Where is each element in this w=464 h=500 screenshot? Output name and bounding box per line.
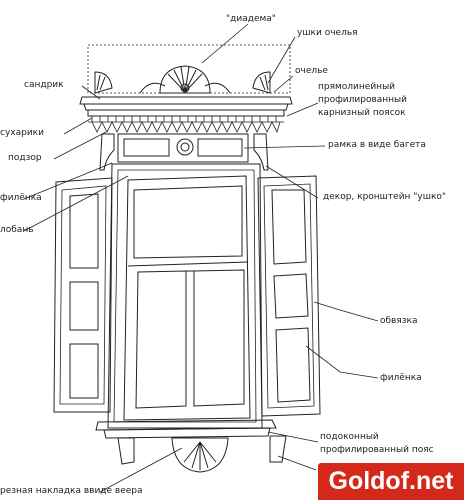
left-shutter (53, 177, 113, 413)
sill (95, 419, 277, 439)
label-sill-line-1: подоконный (320, 432, 379, 442)
sill-bracket-left (117, 437, 135, 465)
cornice (79, 96, 293, 117)
diadema-ornament (139, 65, 231, 94)
label-ushki-ochelya: ушки очелья (297, 28, 358, 38)
label-fan: резная накладка ввиде веера (0, 486, 143, 496)
sill-bracket-right (269, 435, 287, 463)
label-cornice-line-1: прямолинейный (318, 82, 396, 92)
label-decor: декор, кронштейн "ушко" (323, 192, 447, 202)
ear-ornament-left (94, 71, 113, 94)
watermark-logo: Goldof.net (318, 463, 464, 500)
label-filenka-left: филёнка (0, 193, 42, 203)
label-ochelye: очелье (295, 66, 328, 76)
label-diadema: "диадема" (226, 14, 276, 24)
bracket-left (99, 133, 115, 171)
window-casing (107, 163, 263, 429)
label-sill-line-2: профилированный пояс (320, 445, 434, 455)
diadema-outline (87, 44, 291, 94)
label-sandrik: сандрик (24, 80, 64, 90)
label-ramka: рамка в виде багета (328, 140, 426, 150)
podzor-fringe (91, 121, 281, 134)
right-shutter (257, 175, 321, 417)
label-sukhariki: сухарики (0, 128, 44, 138)
label-podzor: подзор (8, 153, 42, 163)
fan-overlay (171, 437, 229, 473)
bracket-right (253, 133, 269, 171)
leader-lines (23, 23, 379, 493)
label-filenka-right: филёнка (380, 373, 422, 383)
label-cornice-line-3: карнизный поясок (318, 108, 406, 118)
baguette-frame (117, 133, 249, 163)
dentils (88, 116, 284, 123)
window-sash (123, 175, 251, 421)
label-obvyazka: обвязка (380, 316, 418, 326)
ear-ornament-right (252, 71, 271, 94)
label-loban: лобань (0, 225, 34, 235)
label-cornice-line-2: профилированный (318, 95, 408, 105)
